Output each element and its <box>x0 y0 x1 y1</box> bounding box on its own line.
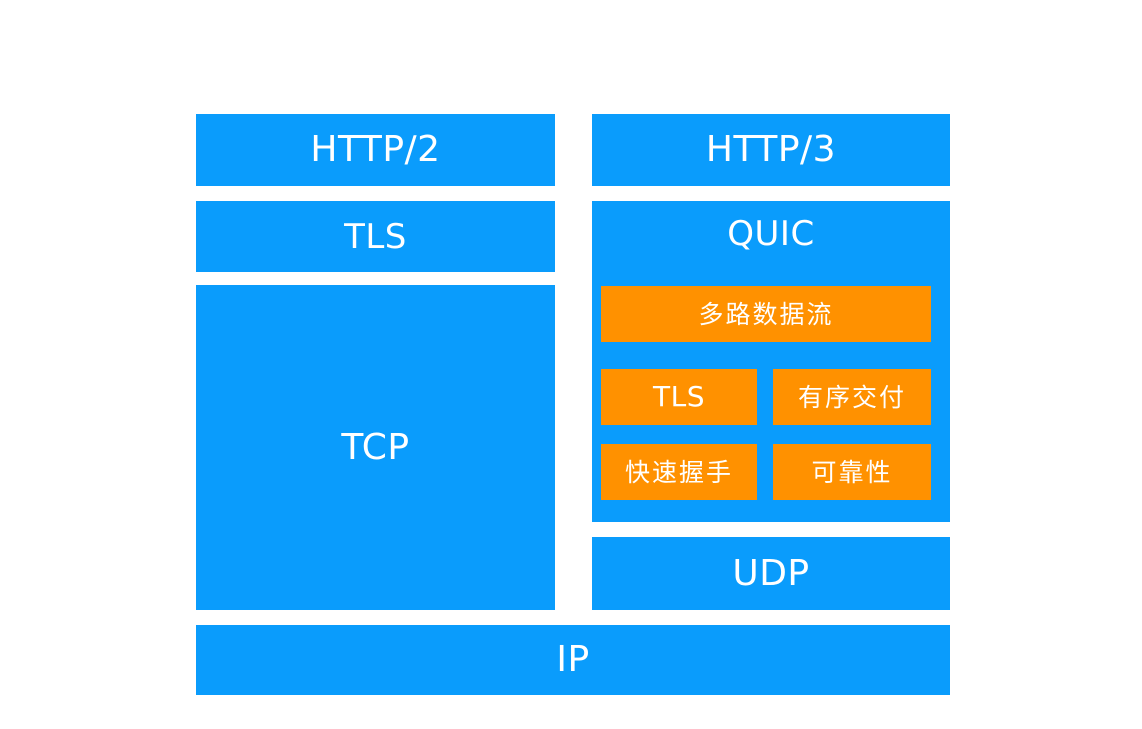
layer-label-http3: HTTP/3 <box>705 129 837 170</box>
quic-feature-label-multiplexed-streams: 多路数据流 <box>698 299 834 329</box>
quic-feature-reliability[interactable]: 可靠性 <box>773 444 931 500</box>
quic-feature-label-ordered-delivery: 有序交付 <box>797 382 906 412</box>
quic-feature-label-reliability: 可靠性 <box>811 457 893 487</box>
layer-box-udp[interactable]: UDP <box>592 537 950 610</box>
quic-feature-label-fast-handshake: 快速握手 <box>624 457 733 487</box>
layer-box-http2[interactable]: HTTP/2 <box>196 114 555 186</box>
layer-label-quic: QUIC <box>727 214 815 254</box>
layer-box-http3[interactable]: HTTP/3 <box>592 114 950 186</box>
quic-feature-multiplexed-streams[interactable]: 多路数据流 <box>601 286 931 342</box>
layer-label-tls: TLS <box>344 216 407 257</box>
layer-label-http2: HTTP/2 <box>310 129 441 170</box>
layer-label-ip: IP <box>556 639 590 680</box>
quic-feature-ordered-delivery[interactable]: 有序交付 <box>773 369 931 425</box>
quic-feature-fast-handshake[interactable]: 快速握手 <box>601 444 757 500</box>
quic-feature-tls[interactable]: TLS <box>601 369 757 425</box>
layer-box-tcp[interactable]: TCP <box>196 285 555 610</box>
layer-label-udp: UDP <box>732 552 810 594</box>
quic-feature-label-tls: TLS <box>653 380 705 413</box>
layer-label-tcp: TCP <box>341 426 410 468</box>
layer-box-ip[interactable]: IP <box>196 625 950 695</box>
layer-box-tls[interactable]: TLS <box>196 201 555 272</box>
